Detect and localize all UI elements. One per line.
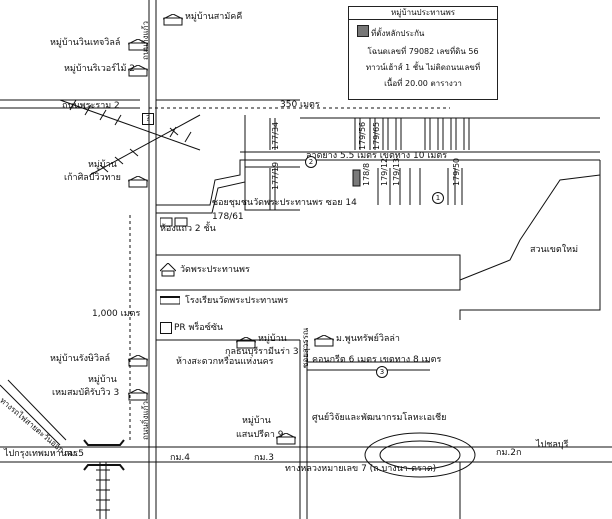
- traffic-light-icon: ?: [142, 113, 154, 125]
- marker-3: 3: [376, 366, 388, 378]
- house-icon: [235, 334, 257, 353]
- label-dealer: กุลธนบุรีรามีนร่า 3: [225, 347, 299, 357]
- plot-label: 177/34: [271, 121, 280, 150]
- shophouse-icon: [159, 212, 188, 231]
- label-wat: วัดพระประทานพร: [180, 265, 250, 275]
- house-icon: [127, 62, 149, 81]
- label-kao-silp: เก้าศิลป์วิวทาย: [64, 173, 121, 183]
- plot-label: 179/56: [358, 121, 367, 150]
- label-soi14: ซอยชุมชนวัดพระประทานพร ซอย 14: [212, 198, 357, 208]
- pr-icon: [160, 322, 172, 334]
- label-pr: PR พร็อซ์ซัน: [174, 323, 224, 333]
- subject-swatch: [357, 25, 369, 37]
- house-icon: [275, 430, 297, 449]
- plot-label: 177/19: [271, 161, 280, 190]
- legend-point-label: ที่ตั้งหลักประกัน: [371, 29, 425, 38]
- plot-label: 178/8: [362, 162, 371, 186]
- label-riverside2: หมู่บ้านริเวอร์ไม้ 2: [64, 64, 136, 74]
- label-hemrat: เหมสมบัติรับวิว 3: [52, 388, 120, 398]
- label-d350: 350 เมตร: [280, 100, 320, 110]
- label-rangsiwit: หมู่บ้านรังษิวิลล์: [50, 354, 111, 364]
- label-moo-ban: หมู่บ้าน: [88, 160, 117, 170]
- legend-box: หมู่บ้านประทานพร ที่ตั้งหลักประกัน โฉนดเ…: [348, 6, 498, 100]
- label-km4: กม.4: [170, 453, 190, 463]
- temple-icon: [159, 262, 177, 281]
- label-park: สวนเขตใหม่: [530, 245, 579, 255]
- plot-label: 179/50: [452, 157, 461, 186]
- label-moo-ban3: หมู่บ้าน: [88, 375, 117, 385]
- marker-2: 2: [305, 156, 317, 168]
- label-winter-village: หมู่บ้านวินเทจวิลล์: [50, 38, 121, 48]
- plot-label: 179/65: [372, 121, 381, 150]
- plot-label: 178/61: [212, 212, 244, 222]
- house-icon: [127, 36, 149, 55]
- label-vert-road2: ถนนกิ่งแก้ว: [141, 400, 150, 440]
- legend-line1: โฉนดเลขที่ 79082 เลขที่ดิน 56: [367, 47, 479, 56]
- label-moo-ban2: หมู่บ้าน: [258, 334, 287, 344]
- plot-label: 179/13: [392, 157, 401, 186]
- label-school: โรงเรียนวัดพระประทานพร: [185, 296, 289, 306]
- label-saensuk: แสนปรีดา 9: [236, 430, 284, 440]
- legend-line3: เนื้อที่ 20.00 ตารางวา: [384, 79, 462, 88]
- label-research: ศูนย์วิจัยและพัฒนากรมโลหะเอเชีย: [312, 413, 447, 423]
- label-to-bangkok: ไปกรุงเทพมหานคร: [4, 449, 78, 459]
- plot-label: 179/12: [380, 157, 389, 186]
- label-to-chonburi: ไปชลบุรี: [536, 440, 569, 450]
- house-icon: [127, 173, 149, 192]
- label-suksawat: ถนนพระราม 2: [62, 101, 120, 111]
- marker-1: 1: [432, 192, 444, 204]
- label-vert-road3: ซอยสุวรรณ: [301, 327, 310, 368]
- label-thanam: ห้างสะดวกหรือนแห่งนคร: [176, 357, 274, 367]
- house-icon: [162, 11, 184, 30]
- label-concrete1: ลาดยาง 5.5 เมตร เขตทาง 10 เมตร: [306, 151, 448, 161]
- label-moo-ban4: หมู่บ้าน: [242, 416, 271, 426]
- label-room2: ห้องแถว 2 ชั้น: [160, 224, 216, 234]
- label-km5: กม.5: [64, 449, 84, 459]
- label-km2: กม.2ก: [496, 448, 522, 458]
- school-icon: [159, 290, 181, 309]
- legend-title: หมู่บ้านประทานพร: [349, 7, 497, 20]
- label-km3: กม.3: [254, 453, 274, 463]
- label-vert-road: ถนนกิ่งแก้ว: [141, 20, 150, 60]
- legend-line2: ทาวน์เฮ้าส์ 1 ชั้น ไม่ติดถนนเลขที่: [365, 63, 481, 72]
- house-icon: [127, 352, 149, 371]
- label-samakkhi: หมู่บ้านสามัคคี: [185, 12, 243, 22]
- label-poonsap: ม.พูนทรัพย์วิลล่า: [336, 334, 400, 344]
- label-concrete2: คอนกรีต 6 เมตร เขตทาง 8 เมตร: [312, 355, 442, 365]
- label-d1000: 1,000 เมตร: [92, 309, 141, 319]
- house-icon: [127, 386, 149, 405]
- house-icon: [313, 332, 335, 351]
- label-highway: ทางหลวงหมายเลข 7 (ถ.บางนา-ตราด): [285, 464, 437, 474]
